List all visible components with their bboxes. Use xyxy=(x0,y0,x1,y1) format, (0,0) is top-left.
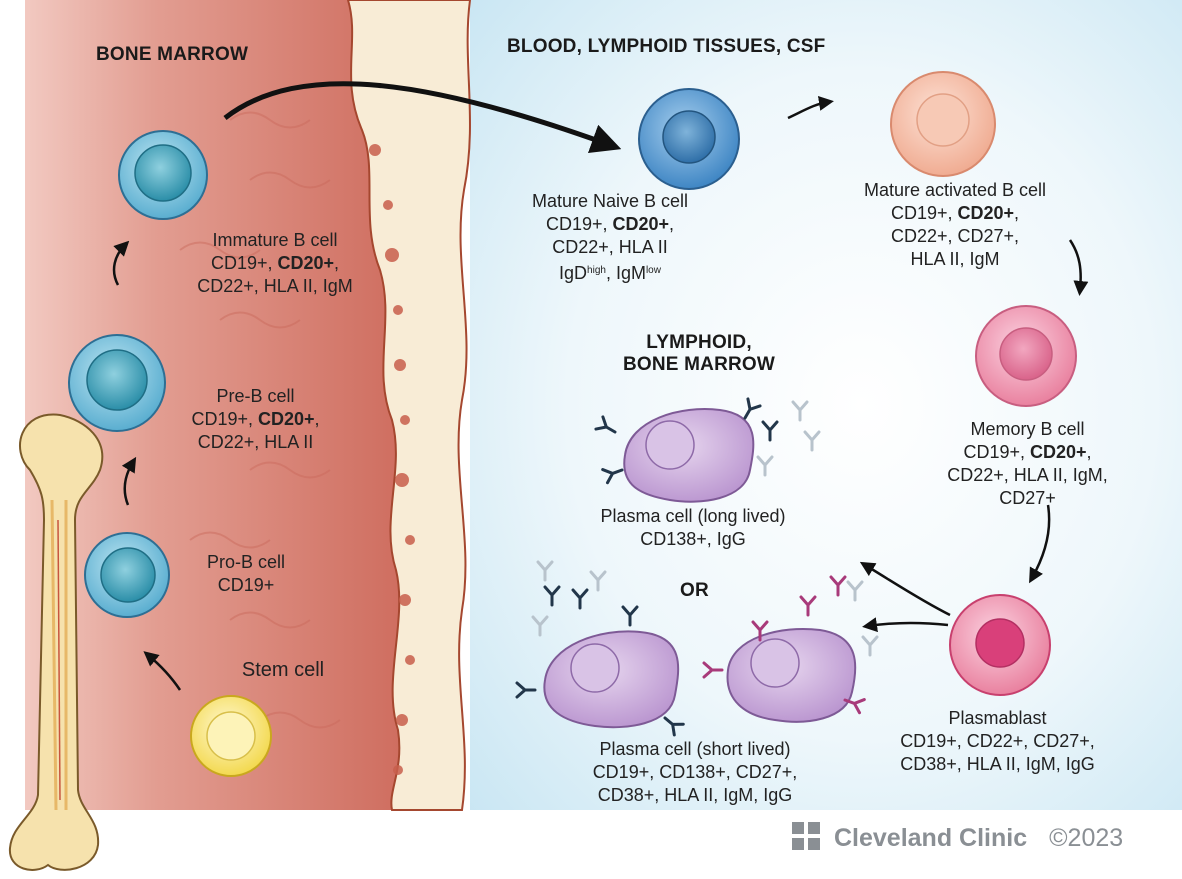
plasma-cell-long-graphic xyxy=(623,408,755,503)
plasmablast-graphic xyxy=(949,594,1051,696)
memory-b-cell-graphic xyxy=(975,305,1077,407)
femur-bone-illustration xyxy=(8,413,104,871)
mature-naive-b-cell-graphic xyxy=(638,88,740,190)
plasma-cell-long-label: Plasma cell (long lived) CD138+, IgG xyxy=(600,506,786,549)
mature-activated-b-cell-label: Mature activated B cell CD19+, CD20+, CD… xyxy=(863,180,1047,269)
plasmablast-label: Plasmablast CD19+, CD22+, CD27+, CD38+, … xyxy=(900,708,1095,774)
pre-b-cell-graphic xyxy=(68,334,166,432)
plasma-cell-short-label: Plasma cell (short lived) CD19+, CD138+,… xyxy=(592,739,798,805)
pro-b-cell-label: Pro-B cell CD19+ xyxy=(206,552,286,595)
mature-activated-b-cell-graphic xyxy=(890,71,996,177)
lymphoid-bone-marrow-header: LYMPHOID, BONE MARROW xyxy=(622,332,776,375)
bone-cortex xyxy=(346,0,472,811)
cleveland-clinic-logo-icon xyxy=(792,822,820,850)
mature-naive-b-cell-label: Mature Naive B cell CD19+, CD20+, CD22+,… xyxy=(531,191,689,283)
bone-marrow-header: BONE MARROW xyxy=(96,44,249,65)
stem-cell-label: Stem cell xyxy=(241,659,325,681)
memory-b-cell-label: Memory B cell CD19+, CD20+, CD22+, HLA I… xyxy=(947,419,1108,508)
footer-credit: Cleveland Clinic ©2023 xyxy=(826,818,1123,858)
pro-b-cell-graphic xyxy=(84,532,170,618)
plasma-cell-short-graphic-1 xyxy=(543,630,680,729)
marrow-texture xyxy=(179,111,341,729)
footer-copyright: ©2023 xyxy=(1049,823,1124,852)
footer-brand: Cleveland Clinic xyxy=(834,823,1028,852)
stem-cell-graphic xyxy=(190,695,272,777)
marrow-edge-texture xyxy=(369,144,415,775)
pre-b-cell-label: Pre-B cell CD19+, CD20+, CD22+, HLA II xyxy=(191,386,320,452)
immature-b-cell-label: Immature B cell CD19+, CD20+, CD22+, HLA… xyxy=(197,230,353,296)
or-label: OR xyxy=(680,580,709,601)
blood-lymphoid-header: BLOOD, LYMPHOID TISSUES, CSF xyxy=(507,36,826,57)
plasma-cell-short-graphic-2 xyxy=(726,628,857,723)
immature-b-cell-graphic xyxy=(118,130,208,220)
flow-arrows xyxy=(112,81,1089,691)
